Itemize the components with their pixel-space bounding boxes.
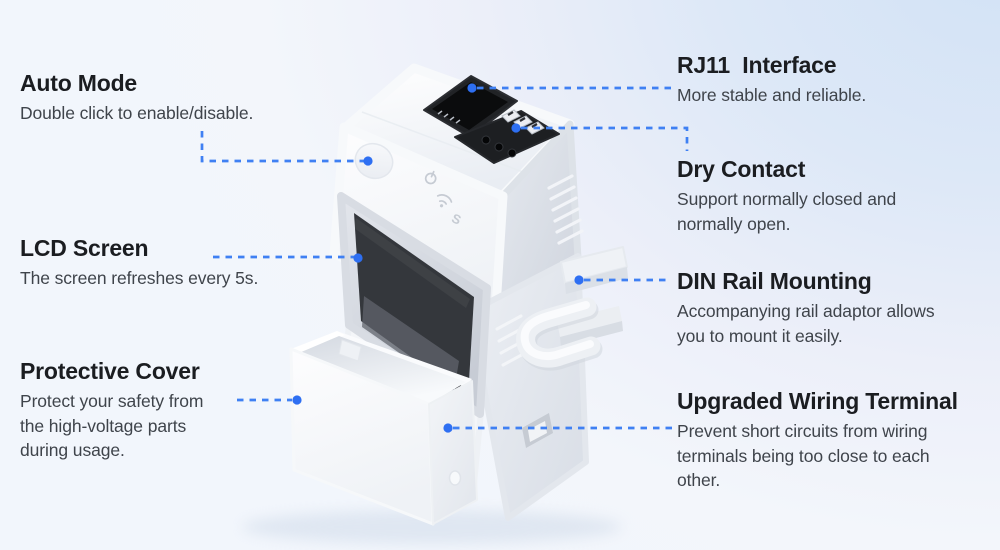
callout-title: DIN Rail Mounting bbox=[677, 268, 872, 294]
connector-din-rail bbox=[574, 275, 667, 285]
rj11-port bbox=[423, 75, 518, 138]
callout-lcd-screen: LCD Screen The screen refreshes every 5s… bbox=[20, 235, 320, 291]
callout-auto-mode: Auto Mode Double click to enable/disable… bbox=[20, 70, 310, 126]
callout-description: Prevent short circuits from wiring termi… bbox=[677, 421, 930, 491]
connector-protective-cover bbox=[237, 395, 302, 405]
callout-din-rail-mounting: DIN Rail Mounting Accompanying rail adap… bbox=[677, 268, 987, 348]
wifi-icon bbox=[436, 194, 453, 208]
callout-title: LCD Screen bbox=[20, 235, 149, 261]
connector-dry-contact bbox=[511, 123, 689, 151]
callout-title: Auto Mode bbox=[20, 70, 138, 96]
ground-shadow bbox=[242, 510, 622, 544]
power-icon bbox=[424, 170, 437, 185]
callout-description: Accompanying rail adaptor allows you to … bbox=[677, 301, 935, 346]
connector-auto-mode bbox=[200, 131, 373, 166]
callout-title: Upgraded Wiring Terminal bbox=[677, 388, 958, 414]
callout-title: RJ11 Interface bbox=[677, 52, 837, 78]
callout-connectors bbox=[200, 83, 689, 433]
callout-description: Double click to enable/disable. bbox=[20, 103, 254, 124]
callout-dry-contact: Dry Contact Support normally closed and … bbox=[677, 156, 977, 236]
protective-cover bbox=[289, 331, 478, 526]
connector-wiring-terminal bbox=[443, 423, 672, 433]
callout-title: Dry Contact bbox=[677, 156, 806, 182]
callout-upgraded-wiring-terminal: Upgraded Wiring Terminal Prevent short c… bbox=[677, 388, 997, 493]
device-button bbox=[354, 142, 394, 180]
callout-description: Support normally closed and normally ope… bbox=[677, 189, 897, 234]
callout-protective-cover: Protective Cover Protect your safety fro… bbox=[20, 358, 260, 463]
connector-lcd-screen bbox=[213, 253, 363, 263]
callout-rj11-interface: RJ11 Interface More stable and reliable. bbox=[677, 52, 977, 108]
callout-description: The screen refreshes every 5s. bbox=[20, 268, 259, 289]
callout-description: Protect your safety from the high-voltag… bbox=[20, 391, 204, 461]
vent-grille bbox=[547, 174, 584, 245]
callout-title: Protective Cover bbox=[20, 358, 200, 384]
din-rail-clip bbox=[516, 246, 628, 371]
connector-rj11 bbox=[467, 83, 672, 93]
callout-description: More stable and reliable. bbox=[677, 85, 867, 106]
